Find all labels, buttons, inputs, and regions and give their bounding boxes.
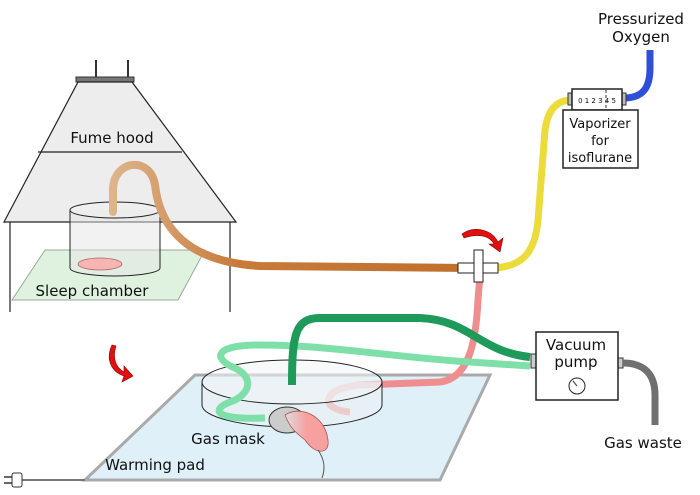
vaporizer-label-2: for bbox=[591, 134, 610, 149]
t-connector bbox=[457, 249, 499, 283]
transfer-arrow-icon bbox=[108, 344, 134, 383]
mouse-with-gas-mask bbox=[268, 406, 329, 479]
vacuum-label-2: pump bbox=[554, 353, 597, 371]
vaporizer: 0 1 2 3 4 5 Vaporizer for isoflurane bbox=[562, 88, 639, 169]
mask-supply-tube bbox=[288, 314, 531, 386]
chamber-tube bbox=[109, 161, 474, 272]
oxygen-label-2: Oxygen bbox=[612, 28, 670, 46]
valve-rotation-arrow-icon bbox=[461, 229, 504, 253]
fume-hood: Fume hood bbox=[3, 60, 238, 312]
gas-waste-label: Gas waste bbox=[604, 434, 682, 452]
isoflurane-tube bbox=[489, 96, 573, 272]
waste-tube bbox=[622, 359, 659, 425]
fume-hood-label: Fume hood bbox=[70, 129, 153, 147]
vaporizer-label-1: Vaporizer bbox=[569, 117, 631, 132]
warming-pad-label: Warming pad bbox=[105, 456, 205, 474]
mask-return-tube bbox=[215, 341, 531, 422]
mouse-sleeping bbox=[77, 257, 123, 271]
sleep-chamber: Sleep chamber bbox=[11, 201, 206, 301]
vacuum-label-1: Vacuum bbox=[546, 336, 606, 354]
oxygen-label-1: Pressurized bbox=[598, 10, 684, 28]
gas-mask-label: Gas mask bbox=[191, 430, 265, 448]
sleep-chamber-label: Sleep chamber bbox=[36, 282, 150, 300]
vacuum-pump: Vacuum pump bbox=[530, 331, 624, 401]
vaporizer-scale: 0 1 2 3 4 5 bbox=[578, 97, 616, 105]
power-plug-icon bbox=[11, 472, 23, 488]
oxygen-tube bbox=[623, 50, 654, 102]
vaporizer-label-3: isoflurane bbox=[568, 151, 632, 166]
